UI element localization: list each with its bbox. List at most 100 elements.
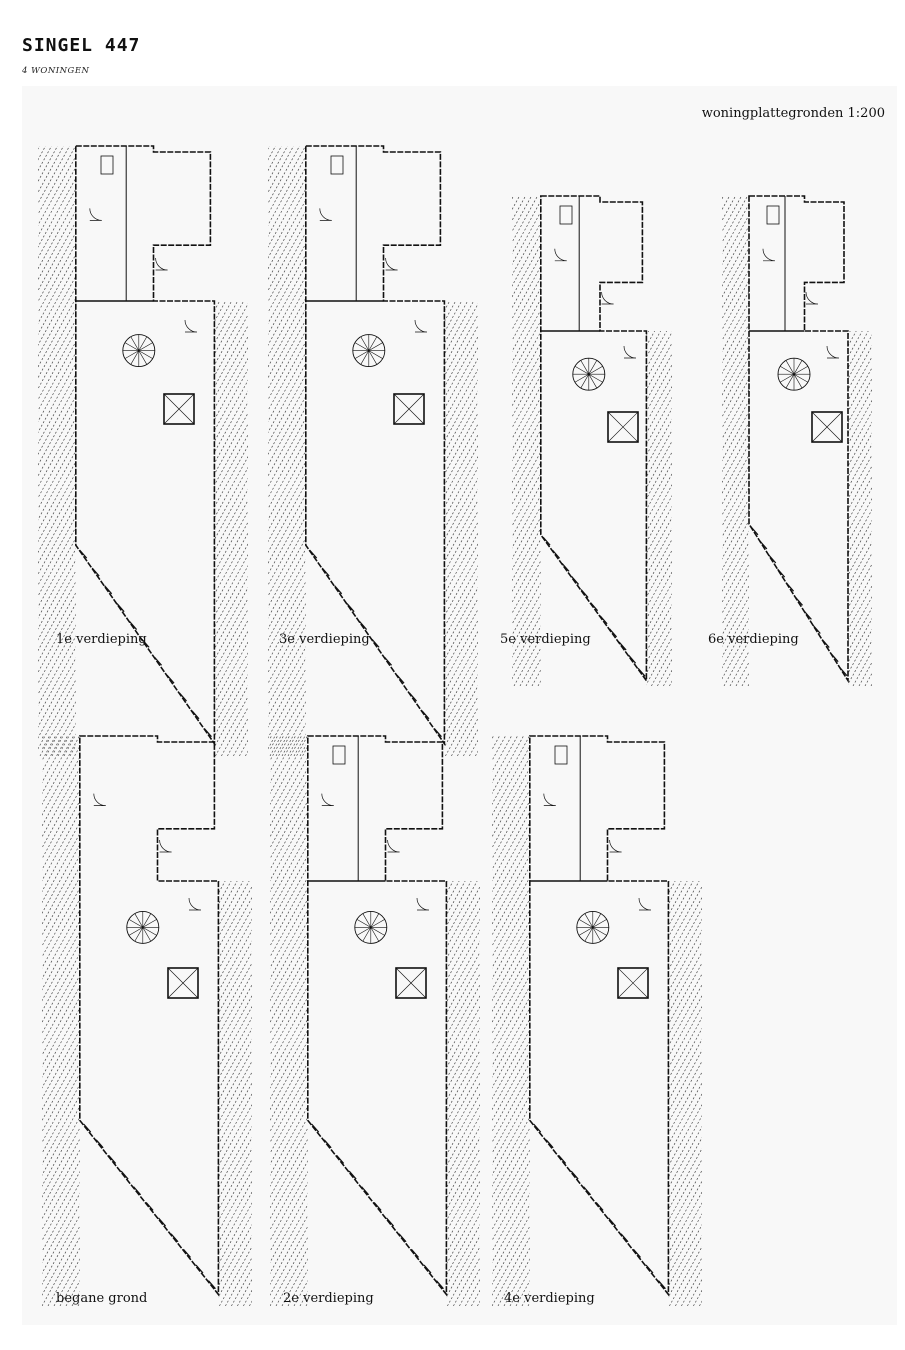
hatch-line <box>270 767 308 838</box>
stair-tread <box>592 919 607 928</box>
hatch-line <box>722 301 749 353</box>
hatch-line <box>38 493 76 564</box>
facade-window <box>396 674 405 684</box>
hatch-line <box>268 199 306 270</box>
hatch-line <box>268 146 276 161</box>
hatch-line <box>38 146 70 204</box>
hatch-line <box>196 146 248 756</box>
hatch-line <box>848 541 872 587</box>
hatch-line <box>402 736 480 1306</box>
hatch-line <box>84 736 252 1306</box>
hatch-line <box>118 146 248 756</box>
hatch-line <box>94 146 248 756</box>
hatch-line <box>446 1038 480 1102</box>
hatch-line <box>204 736 252 1306</box>
hatch-line <box>552 736 702 1306</box>
hatch-line <box>38 301 94 756</box>
hatch-line <box>722 596 749 647</box>
hatch-line <box>42 811 80 882</box>
hatch-line <box>42 881 159 1306</box>
door-swing <box>93 793 106 806</box>
building-outline <box>539 195 648 684</box>
hatch-line <box>670 196 672 686</box>
hatch-line <box>38 439 76 510</box>
hatch-line <box>512 200 541 254</box>
hatch-line <box>42 881 177 1306</box>
facade-window <box>628 654 637 664</box>
stair-tread <box>592 927 607 936</box>
hatch-line <box>42 881 171 1306</box>
hatch-line <box>156 736 252 1306</box>
facade-window <box>595 1202 604 1211</box>
hatch-line <box>668 1093 702 1156</box>
hatch-line <box>444 499 478 563</box>
hatch-line <box>287 1269 308 1306</box>
hatch-line <box>39 690 76 756</box>
hatch-line <box>444 736 480 1306</box>
facade-window <box>108 1155 117 1164</box>
hatch-line <box>270 881 411 1306</box>
hatch-line <box>216 736 252 1306</box>
facade-window <box>348 1170 357 1180</box>
stair-tread <box>793 360 803 375</box>
hatch-line <box>366 146 478 756</box>
stair-tread <box>584 913 594 928</box>
hatch-line <box>512 592 541 647</box>
hatch-line <box>82 146 248 756</box>
hatch-line <box>42 1160 80 1231</box>
hatch-line <box>218 1071 252 1134</box>
stair-tread <box>142 919 157 928</box>
hatch-line <box>446 896 480 960</box>
facade-window <box>533 1123 542 1133</box>
hatch-line <box>492 881 573 1306</box>
hatch-line <box>268 301 426 756</box>
facade-window <box>346 603 355 613</box>
hatch-line <box>246 736 252 1306</box>
hatch-line <box>646 527 672 576</box>
hatch-line <box>668 1006 702 1069</box>
floor-plan-4e-verdieping <box>492 726 702 1306</box>
hatch-line <box>38 301 172 756</box>
hatch-line <box>218 1049 252 1113</box>
hatch-line <box>38 177 76 248</box>
hatch-line <box>132 736 252 1306</box>
hatch-line <box>218 1158 252 1222</box>
hatch-line <box>218 1169 252 1233</box>
hatch-line <box>38 301 202 756</box>
lift-shaft-cross <box>393 393 425 425</box>
hatch-line <box>492 881 633 1306</box>
hatch-line <box>723 639 749 686</box>
hatch-line <box>214 301 238 344</box>
stair-tread <box>360 350 370 365</box>
facade-window <box>91 567 100 577</box>
party-wall-hatch-right <box>270 881 480 1306</box>
hatch-line <box>214 477 248 541</box>
hatch-line <box>268 301 282 756</box>
hatch-line <box>646 353 672 402</box>
hatch-line <box>168 736 252 1306</box>
hatch-line <box>53 1258 80 1306</box>
hatch-line <box>270 881 279 1306</box>
hatch-line <box>640 196 672 686</box>
floor-plan-2e-verdieping <box>270 726 480 1306</box>
hatch-line <box>668 1147 702 1211</box>
stair-tread <box>588 365 603 375</box>
floor-plan-drawing <box>268 145 478 756</box>
hatch-line <box>512 440 541 494</box>
hatch-line <box>474 736 480 1306</box>
hatch-line <box>512 298 541 353</box>
hatch-line <box>446 1147 480 1211</box>
hatch-line <box>218 1191 252 1254</box>
hatch-line <box>214 499 248 563</box>
hatch-line <box>444 346 478 410</box>
hatch-line <box>492 881 513 1306</box>
hatch-line <box>848 367 872 413</box>
facade-window <box>583 1186 592 1196</box>
drawing-sheet: woningplattegronden 1:200 1e verdieping … <box>22 86 897 1325</box>
hatch-line <box>492 881 501 1306</box>
hatch-line <box>268 232 306 303</box>
facade-window <box>361 1186 370 1196</box>
hatch-line <box>660 736 702 1306</box>
hatch-line <box>243 1289 252 1306</box>
floor-plan-5e-verdieping <box>512 146 672 686</box>
